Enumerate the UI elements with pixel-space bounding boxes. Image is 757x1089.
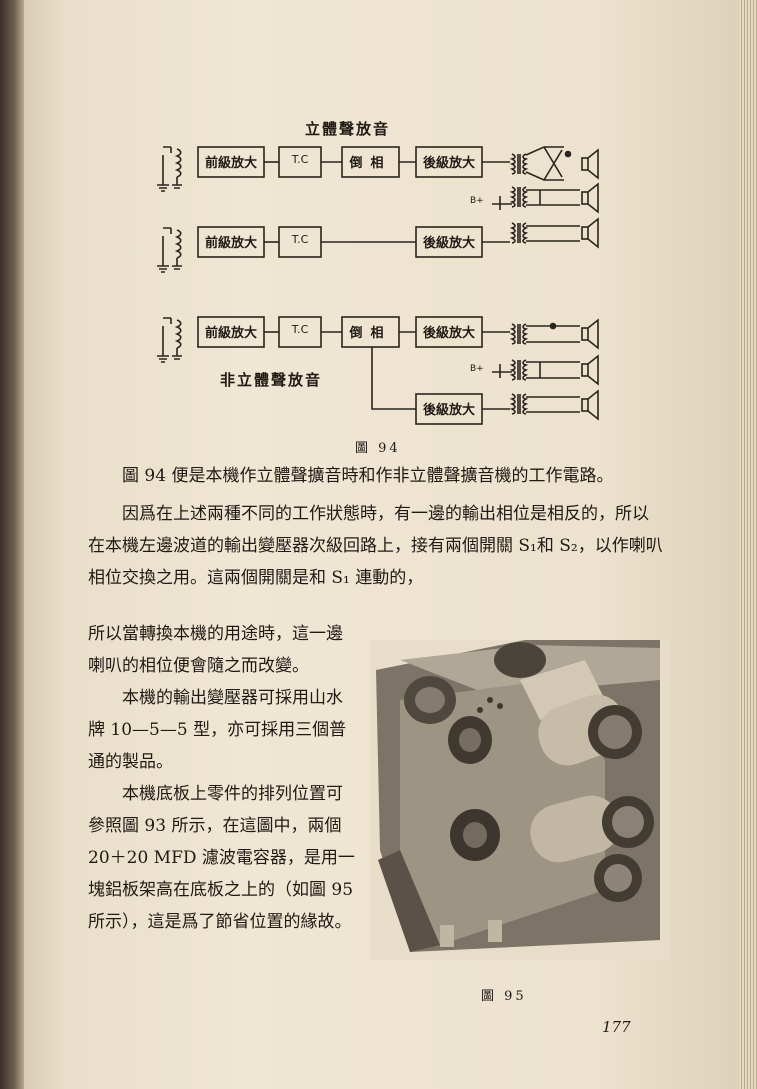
diagram-title-mono: 非立體聲放音 <box>220 371 323 389</box>
label-phase-3: 倒相 <box>349 326 392 341</box>
label-postamp-4: 後級放大 <box>422 403 475 418</box>
label-tc-2: T.C <box>291 233 309 246</box>
label-postamp-3: 後級放大 <box>422 326 475 341</box>
label-tc-3: T.C <box>291 323 309 336</box>
label-b-plus-2: B+ <box>470 364 484 374</box>
page-edges <box>739 0 757 1089</box>
label-postamp-1: 後級放大 <box>422 156 475 171</box>
paragraph-2-continued: 所以當轉換本機的用途時，這一邊喇叭的相位便會隨之而改變。 <box>88 624 343 676</box>
label-postamp-2: 後級放大 <box>422 236 475 251</box>
figure-caption-95: 圖 95 <box>481 989 527 1004</box>
label-preamp-1: 前級放大 <box>204 156 257 171</box>
label-phase-1: 倒相 <box>349 156 392 171</box>
circuit-block-diagram <box>156 146 599 425</box>
paragraph-3: 本機的輸出變壓器可採用山水牌 10—5—5 型，亦可採用三個普通的製品。 <box>88 688 347 772</box>
body-text-top: 圖 94 便是本機作立體聲擴音時和作非立體聲擴音機的工作電路。 因爲在上述兩種不… <box>88 460 664 594</box>
paragraph-1: 圖 94 便是本機作立體聲擴音時和作非立體聲擴音機的工作電路。 <box>122 466 614 486</box>
label-b-plus-1: B+ <box>470 196 484 206</box>
page-number: 177 <box>602 1018 631 1036</box>
label-tc-1: T.C <box>291 153 309 166</box>
chassis-photo <box>370 640 670 960</box>
book-spine-shadow <box>0 0 24 1089</box>
label-preamp-3: 前級放大 <box>204 326 257 341</box>
paragraph-2: 因爲在上述兩種不同的工作狀態時，有一邊的輸出相位是相反的，所以在本機左邊波道的輸… <box>88 504 663 588</box>
label-preamp-2: 前級放大 <box>204 236 257 251</box>
diagram-title-stereo: 立體聲放音 <box>305 120 391 138</box>
figure-caption-94: 圖 94 <box>355 441 401 456</box>
paragraph-4: 本機底板上零件的排列位置可參照圖 93 所示，在這圖中，兩個 20＋20 MFD… <box>88 784 355 932</box>
body-text-column: 所以當轉換本機的用途時，這一邊喇叭的相位便會隨之而改變。 本機的輸出變壓器可採用… <box>88 618 358 938</box>
